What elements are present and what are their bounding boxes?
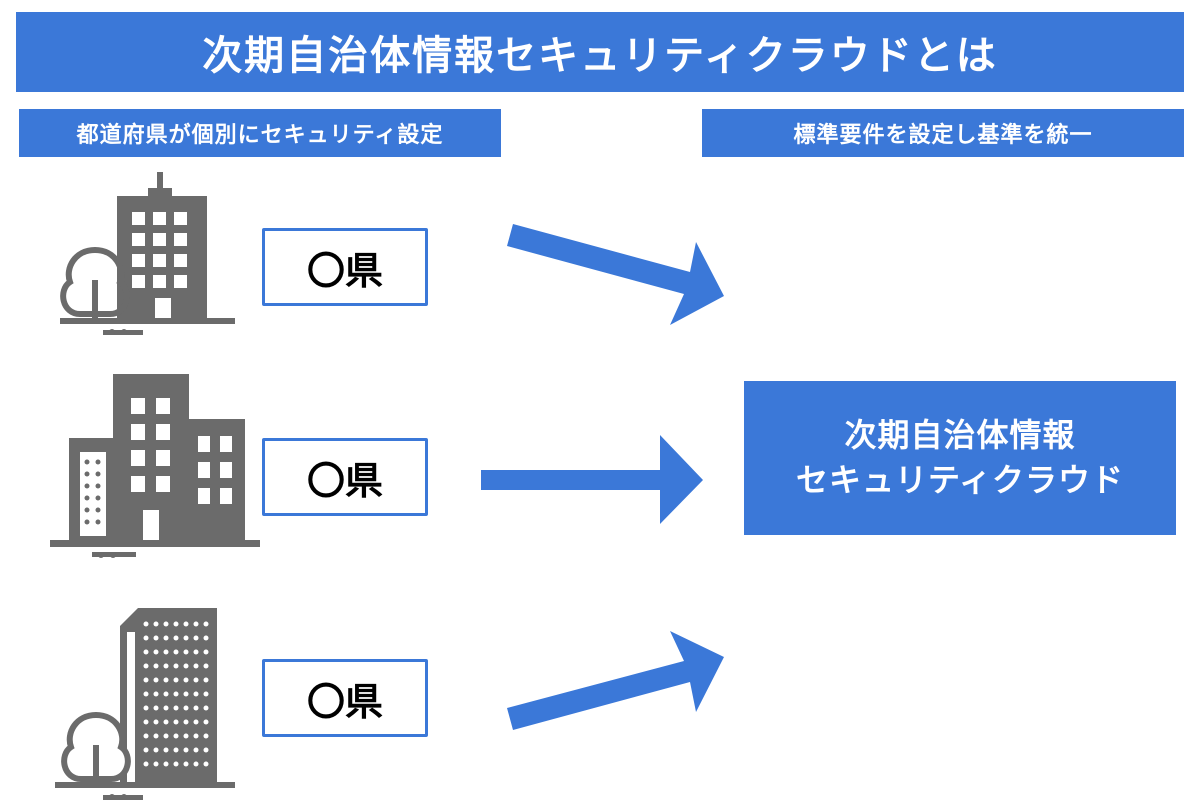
prefecture-box: 〇県	[262, 438, 428, 516]
prefecture-box: 〇県	[262, 228, 428, 306]
building-cluster-icon	[50, 374, 260, 558]
tower-building-with-tree-icon	[55, 608, 235, 800]
arrow-bottom	[507, 631, 724, 730]
office-building-with-tree-icon	[60, 172, 235, 335]
right-label: 標準要件を設定し基準を統一	[702, 109, 1184, 157]
cloud-line-1: 次期自治体情報	[844, 416, 1076, 455]
prefecture-box: 〇県	[262, 659, 428, 737]
arrow-top	[507, 224, 724, 325]
cloud-line-2: セキュリティクラウド	[795, 461, 1125, 499]
left-label: 都道府県が個別にセキュリティ設定	[19, 109, 501, 157]
security-cloud-box: 次期自治体情報 セキュリティクラウド	[744, 381, 1176, 535]
tower-window-dots	[143, 621, 209, 767]
arrow-middle	[481, 435, 703, 524]
page-title: 次期自治体情報セキュリティクラウドとは	[16, 12, 1184, 92]
